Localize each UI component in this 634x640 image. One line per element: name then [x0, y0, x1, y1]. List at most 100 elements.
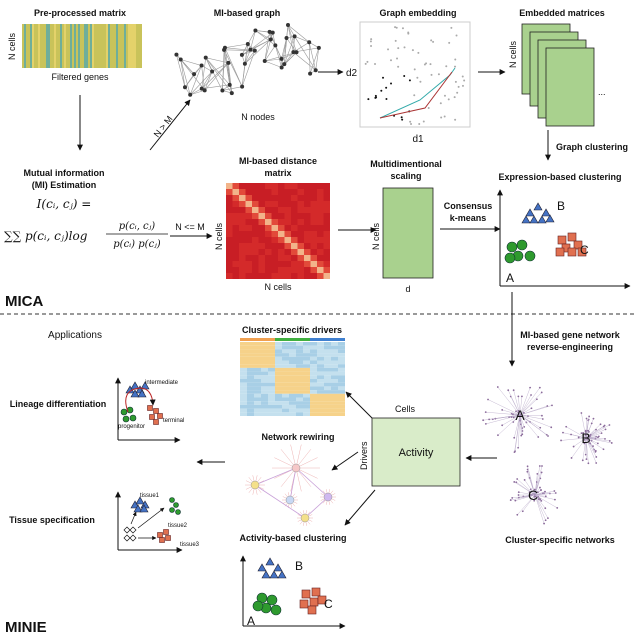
distance-cell: [239, 195, 246, 201]
embedding-point: [463, 79, 466, 82]
drivers-cell: [247, 386, 254, 391]
drivers-cell: [324, 345, 331, 350]
drivers-cell: [254, 353, 261, 357]
distance-cell: [271, 219, 278, 225]
lineage-plot: [115, 377, 181, 443]
distance-cell: [265, 213, 272, 219]
distance-cell: [232, 207, 239, 213]
distance-cell: [297, 261, 304, 267]
distance-cell: [310, 249, 317, 255]
drivers-cell: [254, 401, 261, 405]
drivers-cell: [268, 386, 275, 391]
network-edge: [519, 414, 552, 428]
distance-cell: [304, 183, 311, 189]
distance-cell: [317, 195, 324, 201]
drivers-cell: [261, 356, 268, 361]
heatmap-column: [132, 24, 134, 68]
network-edge: [534, 492, 556, 496]
drivers-cell: [331, 397, 338, 402]
graph-edge: [244, 49, 251, 64]
network-edge: [519, 414, 541, 428]
drivers-cell: [247, 382, 254, 387]
drivers-cell: [261, 393, 268, 398]
network-node: [589, 442, 592, 445]
circle-marker: [175, 509, 181, 515]
drivers-cell: [324, 412, 331, 416]
distance-cell: [271, 225, 278, 231]
drivers-cell: [303, 349, 310, 354]
circle-marker: [252, 600, 264, 612]
network-node: [592, 445, 594, 447]
network-node: [540, 488, 542, 491]
distance-cell: [226, 237, 233, 243]
network-edge: [566, 426, 587, 439]
network-edge: [519, 414, 543, 420]
arrow-to-rewiring: [331, 451, 359, 471]
network-edge: [585, 430, 589, 439]
drivers-cell: [338, 367, 345, 372]
graph-edge: [309, 47, 320, 74]
drivers-cell: [338, 364, 345, 368]
drivers-cell: [289, 379, 296, 383]
network-edge: [578, 437, 587, 439]
embedding-point: [416, 76, 419, 79]
distance-cell: [284, 243, 291, 249]
distance-cell: [284, 207, 291, 213]
cluster-networks: [482, 386, 613, 525]
network-node: [517, 411, 520, 414]
drivers-cell: [296, 404, 303, 409]
network-node: [584, 434, 587, 436]
drivers-cell: [303, 371, 310, 376]
drivers-cell: [289, 375, 296, 379]
reverse-eng-line2: reverse-engineering: [527, 342, 613, 352]
drivers-cell: [310, 408, 317, 413]
distance-cell: [258, 219, 265, 225]
square-marker: [163, 529, 169, 535]
network-edge: [585, 437, 596, 452]
drivers-cell: [240, 375, 247, 379]
network-edge: [585, 437, 604, 450]
network-edge: [573, 437, 587, 447]
network-node: [513, 481, 516, 483]
distance-cell: [310, 195, 317, 201]
drivers-band: [240, 338, 275, 341]
distance-cell: [245, 195, 252, 201]
graph-node: [203, 55, 208, 60]
drivers-cell: [261, 342, 268, 346]
distance-cell: [323, 231, 330, 237]
embedding-point: [447, 98, 450, 101]
triangle-marker: [133, 504, 143, 513]
drivers-cell: [310, 404, 317, 409]
drivers-cell: [282, 371, 289, 376]
distance-cell: [245, 273, 252, 279]
drivers-cell: [296, 375, 303, 379]
consensus-line2: k-means: [450, 213, 487, 223]
network-node: [595, 462, 598, 464]
drivers-cell: [268, 353, 275, 357]
drivers-band: [310, 338, 345, 341]
square-marker: [147, 405, 153, 411]
drivers-cell: [296, 353, 303, 357]
network-node: [520, 434, 523, 437]
network-node: [543, 522, 545, 525]
graph-edge: [294, 36, 316, 71]
drivers-cell: [275, 404, 282, 409]
distance-cell: [284, 249, 291, 255]
triangle-marker: [269, 570, 279, 579]
drivers-cell: [289, 382, 296, 387]
network-edge: [534, 494, 546, 509]
network-edge: [502, 414, 521, 426]
network-node: [526, 470, 529, 473]
distance-cell: [252, 207, 259, 213]
embedding-point: [387, 48, 390, 51]
drivers-cell: [317, 404, 324, 409]
drivers-cell: [247, 342, 254, 346]
drivers-cell: [338, 360, 345, 365]
rewiring-title: Network rewiring: [261, 432, 334, 442]
network-node: [604, 428, 607, 431]
activity-label: Activity: [399, 447, 434, 459]
network-node: [540, 391, 543, 394]
distance-cell: [284, 219, 291, 225]
network-edge: [497, 386, 521, 416]
